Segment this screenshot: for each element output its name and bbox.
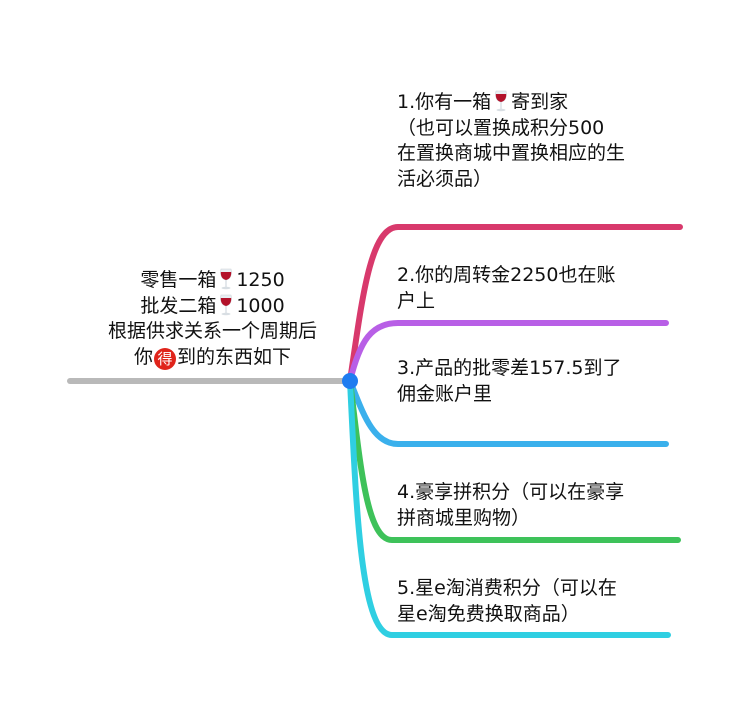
- branch-4-topic[interactable]: 4.豪享拼积分（可以在豪享 拼商城里购物）: [397, 480, 624, 531]
- branch-4-line-2: 拼商城里购物）: [397, 506, 531, 529]
- root-line-3: 根据供求关系一个周期后: [107, 320, 317, 342]
- center-node[interactable]: [342, 373, 358, 389]
- branch-4-line-1: 4.豪享拼积分（可以在豪享: [397, 481, 625, 503]
- branch-1-topic[interactable]: 1.你有一箱寄到家 （也可以置换成积分500 在置换商城中置换相应的生 活必须品…: [397, 90, 625, 192]
- branch-2-topic[interactable]: 2.你的周转金2250也在账 户上: [397, 263, 615, 314]
- branch-1-line-4: 活必须品）: [397, 167, 493, 190]
- de-badge-icon: 得: [154, 347, 176, 370]
- branch-5-topic[interactable]: 5.星e淘消费积分（可以在 星e淘免费换取商品）: [397, 576, 617, 627]
- branch-3-topic[interactable]: 3.产品的批零差157.5到了 佣金账户里: [397, 356, 622, 407]
- root-line-4: 你得到的东西如下: [133, 345, 292, 370]
- branch-2-line: [347, 320, 669, 384]
- branch-1-line: [347, 224, 683, 384]
- wine-glass-icon: [218, 268, 234, 290]
- branch-2-line-2: 户上: [397, 289, 436, 312]
- wine-glass-icon: [218, 294, 234, 316]
- branch-5-line-2: 星e淘免费换取商品）: [397, 602, 580, 625]
- branch-1-line-2: （也可以置换成积分500: [397, 116, 605, 139]
- branch-3-line-2: 佣金账户里: [397, 382, 493, 405]
- branch-1-line-1: 1.你有一箱寄到家: [397, 90, 569, 113]
- branch-1-line-3: 在置换商城中置换相应的生: [397, 142, 626, 164]
- branch-5-line: [347, 378, 671, 638]
- branch-3-line-1: 3.产品的批零差157.5到了: [397, 357, 622, 379]
- wine-glass-icon: [493, 90, 509, 112]
- branch-5-line-1: 5.星e淘消费积分（可以在: [397, 577, 617, 599]
- branch-2-line-1: 2.你的周转金2250也在账: [397, 264, 616, 286]
